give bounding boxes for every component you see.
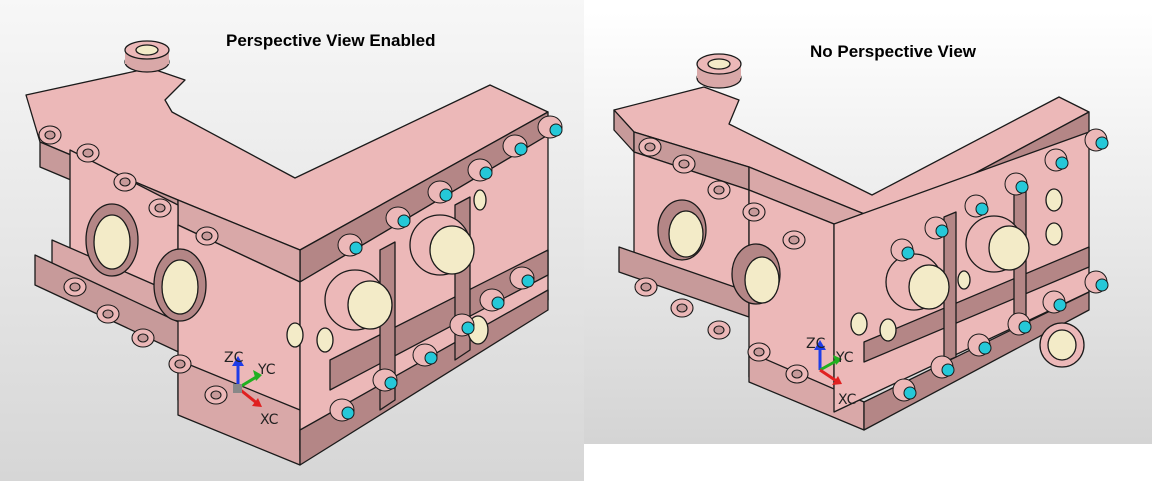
fasteners-right: [329, 115, 563, 422]
orthographic-view-title: No Perspective View: [810, 42, 976, 61]
fasteners-right: [890, 128, 1109, 402]
y-axis-label: YC: [835, 350, 854, 366]
perspective-part-model[interactable]: ZC YC XC: [0, 0, 584, 481]
x-axis-label: XC: [838, 392, 857, 408]
counterbore-holes-left: [634, 137, 809, 384]
rib-1: [943, 211, 957, 363]
x-axis-label: XC: [260, 412, 279, 428]
perspective-view-title: Perspective View Enabled: [226, 31, 436, 50]
top-boss-hole: [135, 44, 159, 56]
orthographic-part-model[interactable]: ZC YC XC: [584, 12, 1152, 444]
perspective-viewport[interactable]: Perspective View Enabled: [0, 0, 584, 481]
wcs-triad: [814, 340, 842, 385]
rib-1: [379, 241, 396, 411]
wcs-triad: [232, 356, 262, 407]
z-axis-label: ZC: [224, 350, 244, 366]
y-axis-label: YC: [257, 362, 276, 378]
z-axis-label: ZC: [806, 336, 826, 352]
orthographic-viewport[interactable]: No Perspective View: [584, 12, 1152, 444]
counterbore-holes-left: [38, 125, 228, 405]
